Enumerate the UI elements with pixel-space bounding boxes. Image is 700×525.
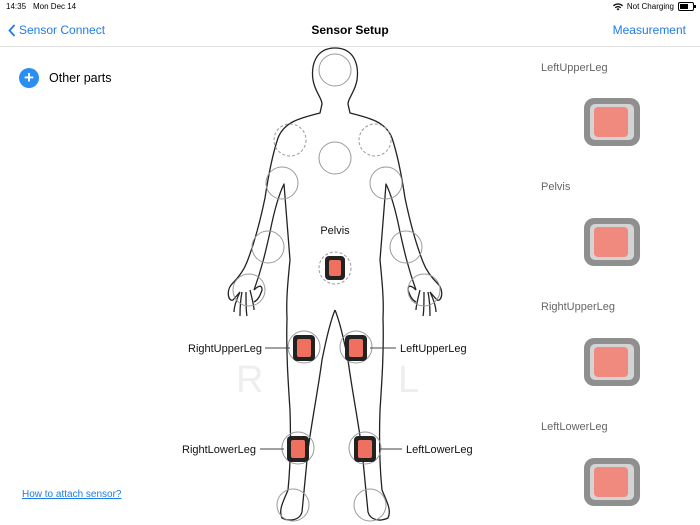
status-date: Mon Dec 14 bbox=[33, 2, 77, 11]
sensor-tile-leftupperleg[interactable] bbox=[584, 98, 640, 146]
sensor-tile-rightupperleg[interactable] bbox=[584, 338, 640, 386]
battery-icon bbox=[678, 2, 696, 11]
how-to-attach-link[interactable]: How to attach sensor? bbox=[22, 489, 122, 500]
status-bar: 14:35 Mon Dec 14 Not Charging bbox=[0, 0, 700, 14]
back-button[interactable]: Sensor Connect bbox=[8, 23, 105, 37]
wifi-icon bbox=[612, 2, 623, 10]
body-diagram: R L bbox=[182, 47, 473, 522]
sensor-location-markers bbox=[232, 53, 441, 522]
plus-icon: + bbox=[19, 68, 39, 88]
chevron-left-icon bbox=[8, 23, 16, 37]
charging-status: Not Charging bbox=[626, 2, 674, 11]
body-sensor-right-upper-leg[interactable] bbox=[293, 335, 315, 361]
page-title: Sensor Setup bbox=[311, 23, 389, 37]
back-label: Sensor Connect bbox=[19, 23, 106, 37]
sensor-list-item-label: RightUpperLeg bbox=[541, 301, 615, 313]
measurement-button[interactable]: Measurement bbox=[612, 23, 686, 37]
sensor-tile-pelvis[interactable] bbox=[584, 218, 640, 266]
body-sensor-left-upper-leg[interactable] bbox=[345, 335, 367, 361]
sensor-tile-leftlowerleg[interactable] bbox=[584, 458, 640, 506]
body-sensor-right-lower-leg[interactable] bbox=[287, 436, 309, 462]
label-right-upper-leg: RightUpperLeg bbox=[188, 343, 262, 355]
sensor-list-item-label: Pelvis bbox=[541, 181, 571, 193]
sensor-tiles bbox=[584, 98, 640, 506]
status-right: Not Charging bbox=[612, 2, 696, 11]
sensor-list-item-label: LeftLowerLeg bbox=[541, 421, 608, 433]
status-time: 14:35 bbox=[6, 2, 27, 11]
label-pelvis: Pelvis bbox=[320, 225, 350, 237]
label-left-lower-leg: LeftLowerLeg bbox=[406, 444, 473, 456]
watermark-left-letter: L bbox=[398, 359, 419, 401]
sensor-list-item-label: LeftUpperLeg bbox=[541, 62, 608, 74]
other-parts-button[interactable]: + Other parts bbox=[19, 68, 112, 88]
battery-level bbox=[680, 4, 688, 9]
watermark-right-letter: R bbox=[236, 359, 263, 401]
label-left-upper-leg: LeftUpperLeg bbox=[400, 343, 467, 355]
body-sensor-pelvis[interactable] bbox=[325, 256, 345, 280]
navigation-bar: Sensor Connect Sensor Setup Measurement bbox=[0, 14, 700, 47]
label-right-lower-leg: RightLowerLeg bbox=[182, 444, 256, 456]
label-leader-lines bbox=[260, 347, 402, 450]
body-sensor-left-lower-leg[interactable] bbox=[354, 436, 376, 462]
other-parts-label: Other parts bbox=[49, 71, 112, 85]
